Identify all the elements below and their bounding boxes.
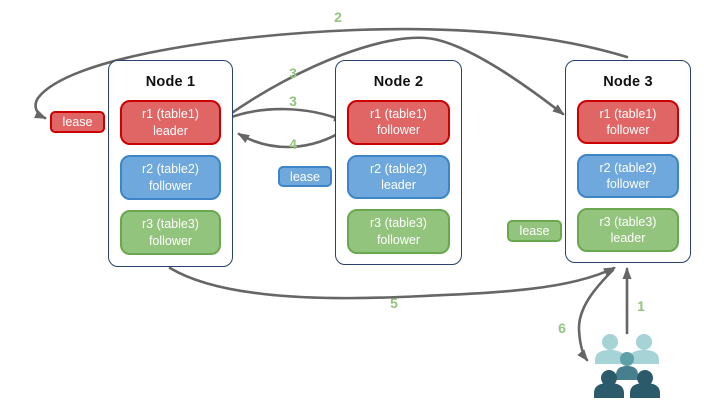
node-2-box: Node 2 r1 (table1) follower r2 (table2) … [335,60,462,265]
user-middle [616,352,638,380]
replica-role: leader [381,178,416,192]
step-label-2: 2 [334,9,342,25]
arrow-step-3-short [224,107,346,123]
replica-role: leader [610,231,646,245]
replica-role: follower [376,232,421,247]
step-label-4: 4 [289,136,297,152]
replica-role: leader [153,123,188,138]
replica-name: r2 (table2) [599,160,657,175]
lease-chip-red: lease [50,111,105,133]
replica-name: r1 (table1) [142,107,199,121]
node1-r3-follower-chip: r3 (table3) follower [120,210,221,255]
user-back-left [595,334,625,364]
replica-role: follower [148,233,193,248]
users-group-icon [594,334,660,398]
step-label-6: 6 [558,320,566,336]
replica-role: follower [606,177,650,191]
node1-r1-leader-chip: r1 (table1) leader [120,100,221,145]
node2-r2-leader-chip: r2 (table2) leader [347,154,450,200]
lease-chip-green: lease [507,220,562,242]
replica-name: r3 (table3) [370,216,427,231]
replica-role: follower [376,123,421,138]
node-1-title: Node 1 [145,74,196,90]
node3-r2-follower-chip: r2 (table2) follower [577,154,679,198]
replica-role: follower [606,123,650,137]
replica-name: r2 (table2) [142,162,199,176]
step-label-1: 1 [637,298,645,314]
replica-name: r1 (table1) [370,106,427,121]
user-back-right [629,334,659,364]
replica-name: r1 (table1) [599,106,657,121]
lease-chip-blue: lease [278,166,332,187]
replica-role: follower [148,178,193,193]
node-1-box: Node 1 r1 (table1) leader r2 (table2) fo… [108,60,233,267]
node-3-box: Node 3 r1 (table1) follower r2 (table2) … [565,60,691,263]
node2-r1-follower-chip: r1 (table1) follower [347,100,450,145]
node2-r3-follower-chip: r3 (table3) follower [347,209,450,255]
node-2-title: Node 2 [373,74,424,90]
replica-name: r3 (table3) [599,214,657,229]
user-front-left [594,370,624,398]
step-label-3a: 3 [289,65,297,81]
step-label-5: 5 [390,295,398,311]
user-front-right [630,370,660,398]
node1-r2-follower-chip: r2 (table2) follower [120,155,221,200]
arrow-step-5 [168,266,616,300]
node-3-title: Node 3 [603,74,653,90]
node3-r1-follower-chip: r1 (table1) follower [577,100,679,144]
replica-name: r3 (table3) [142,217,199,231]
node3-r3-leader-chip: r3 (table3) leader [577,208,679,252]
step-label-3b: 3 [289,93,297,109]
replica-name: r2 (table2) [370,161,427,176]
